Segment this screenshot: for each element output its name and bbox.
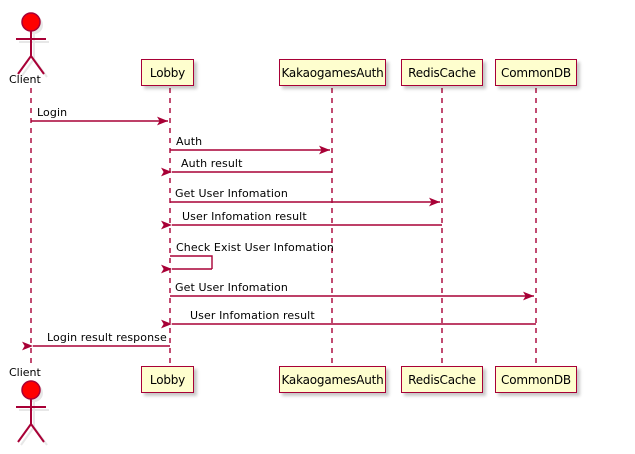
participant-label-commondb: CommonDB xyxy=(501,65,571,80)
message-label-login: Login xyxy=(37,106,68,119)
participant-box-rediscache-top[interactable]: RedisCache xyxy=(401,59,483,86)
participant-label-rediscache-bottom: RedisCache xyxy=(408,372,476,387)
actor-label-client-bottom: Client xyxy=(9,366,41,379)
message-label-get-user-infomation-commondb: Get User Infomation xyxy=(175,281,288,294)
participant-label-commondb-bottom: CommonDB xyxy=(501,372,571,387)
actor-client-top xyxy=(16,12,49,78)
message-label-auth-result: Auth result xyxy=(181,157,243,170)
participant-box-lobby-bottom[interactable]: Lobby xyxy=(141,366,194,393)
participant-label-lobby-bottom: Lobby xyxy=(149,372,186,387)
arrow-check-exist-user-infomation xyxy=(161,255,213,274)
participant-box-rediscache-bottom[interactable]: RedisCache xyxy=(401,366,483,393)
actor-client-bottom xyxy=(16,380,49,446)
participant-label-lobby: Lobby xyxy=(149,65,186,80)
message-label-user-infomation-result-commondb: User Infomation result xyxy=(190,309,315,322)
message-label-auth: Auth xyxy=(176,135,203,148)
message-label-get-user-infomation-redis: Get User Infomation xyxy=(175,187,288,200)
participant-box-commondb-top[interactable]: CommonDB xyxy=(495,59,577,86)
participant-box-commondb-bottom[interactable]: CommonDB xyxy=(495,366,577,393)
message-label-user-infomation-result-redis: User Infomation result xyxy=(182,210,307,223)
participant-label-kakaogamesauth-bottom: KakaogamesAuth xyxy=(281,372,384,387)
participant-label-rediscache: RedisCache xyxy=(408,65,476,80)
message-label-check-exist-user-infomation: Check Exist User Infomation xyxy=(176,241,335,254)
participant-box-lobby-top[interactable]: Lobby xyxy=(141,59,194,86)
message-label-login-result-response: Login result response xyxy=(47,331,167,344)
participant-label-kakaogamesauth: KakaogamesAuth xyxy=(281,65,384,80)
participant-box-kakaogamesauth-bottom[interactable]: KakaogamesAuth xyxy=(279,366,386,393)
actor-label-client-top: Client xyxy=(9,73,41,86)
participant-box-kakaogamesauth-top[interactable]: KakaogamesAuth xyxy=(279,59,386,86)
